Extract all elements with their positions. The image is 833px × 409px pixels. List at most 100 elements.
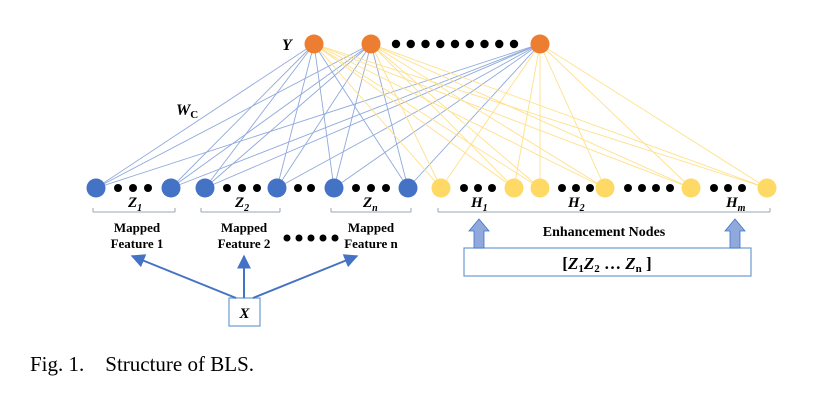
output-node-2	[361, 34, 381, 54]
edge-enh-1-out-0	[313, 43, 515, 189]
row-dot-21	[710, 184, 718, 192]
mapped-feature-1-line1: Mapped	[114, 220, 161, 235]
output-dot-6	[480, 39, 489, 49]
edge-mapped-0-out-2	[95, 43, 541, 189]
feature-ellipsis-dots	[283, 234, 339, 242]
edge-enh-3-out-0	[313, 43, 606, 189]
enh-node-mb	[757, 178, 777, 198]
edge-enh-5-out-2	[539, 43, 768, 189]
edge-enh-0-out-2	[440, 43, 541, 189]
edge-mapped-4-out-1	[333, 43, 372, 189]
row-dot-0	[114, 184, 122, 192]
h2-label: H2	[567, 195, 585, 214]
mapped-feature-1-line2: Feature 1	[111, 236, 164, 251]
edge-enh-2-out-1	[370, 43, 541, 189]
output-dot-4	[450, 39, 460, 49]
row-dot-16	[586, 184, 594, 192]
x-to-feature1-arrow	[130, 254, 237, 299]
mapped-node-2a	[195, 178, 215, 198]
enh-node-ma	[681, 178, 701, 198]
edge-mapped-5-out-1	[370, 43, 409, 189]
edge-enh-0-out-1	[370, 43, 442, 189]
edge-mapped-3-out-1	[276, 43, 372, 189]
row-dot-8	[352, 184, 360, 192]
hm-up-arrow	[724, 218, 746, 249]
edge-enh-4-out-1	[370, 43, 692, 189]
edge-mapped-1-out-1	[170, 43, 372, 189]
row-dot-5	[253, 184, 261, 192]
figure-caption: Fig. 1. Structure of BLS.	[30, 352, 254, 376]
enhancement-to-output-edges	[313, 43, 768, 189]
edge-mapped-2-out-1	[204, 43, 372, 189]
input-x-box	[228, 297, 261, 327]
bls-structure-diagram: Y WC Z1 Z2 Zn H1 H2 Hm Mapped Feature 1 …	[86, 34, 777, 327]
mapped-node-nb	[398, 178, 418, 198]
node-ellipsis-dots	[114, 184, 746, 192]
output-label-y: Y	[282, 37, 293, 54]
edge-enh-4-out-0	[313, 43, 692, 189]
row-dot-17	[624, 184, 632, 192]
output-node-1	[304, 34, 324, 54]
edge-mapped-1-out-2	[170, 43, 541, 189]
row-dot-22	[724, 184, 732, 192]
row-dot-19	[652, 184, 660, 192]
mapped-node-1b	[161, 178, 181, 198]
output-dot-0	[391, 39, 401, 49]
row-dot-20	[666, 184, 674, 192]
output-node-3	[530, 34, 550, 54]
row-dot-7	[307, 184, 315, 192]
output-dot-2	[421, 39, 430, 49]
edge-mapped-3-out-2	[276, 43, 541, 189]
output-dot-1	[406, 39, 415, 49]
zn-label: Zn	[362, 195, 378, 214]
output-dot-3	[436, 39, 445, 49]
edge-mapped-5-out-2	[407, 43, 541, 189]
mapped-feature-2-line1: Mapped	[221, 220, 268, 235]
row-dot-10	[382, 184, 390, 192]
group-underlines	[92, 208, 771, 213]
edge-enh-4-out-2	[539, 43, 692, 189]
z2-label: Z2	[234, 195, 249, 214]
hm-label: Hm	[725, 195, 746, 214]
mapped-to-output-edges	[95, 43, 541, 189]
edge-enh-5-out-1	[370, 43, 768, 189]
enh-node-1b	[504, 178, 524, 198]
x-to-featuren-arrow	[252, 254, 359, 299]
output-dot-7	[495, 39, 504, 49]
row-dot-9	[367, 184, 375, 192]
edge-enh-1-out-1	[370, 43, 515, 189]
edge-enh-1-out-2	[513, 43, 541, 189]
row-dot-2	[144, 184, 152, 192]
row-dot-18	[638, 184, 646, 192]
edge-enh-3-out-1	[370, 43, 606, 189]
input-x-label: X	[238, 306, 250, 322]
mapped-feature-2-line2: Feature 2	[218, 236, 271, 251]
row-dot-4	[238, 184, 246, 192]
mapped-feature-n-line1: Mapped	[348, 220, 395, 235]
row-dot-6	[294, 184, 302, 192]
row-dot-12	[474, 184, 482, 192]
edge-enh-0-out-0	[313, 43, 442, 189]
edge-enh-2-out-0	[313, 43, 541, 189]
edge-mapped-2-out-2	[204, 43, 541, 189]
feature-dot-3	[319, 234, 327, 242]
edge-mapped-3-out-0	[276, 43, 315, 189]
edge-enh-5-out-0	[313, 43, 768, 189]
edge-mapped-1-out-0	[170, 43, 315, 189]
mapped-feature-n-line2: Feature n	[344, 236, 398, 251]
mapped-node-1a	[86, 178, 106, 198]
enh-node-1a	[431, 178, 451, 198]
row-dot-13	[488, 184, 496, 192]
row-dot-23	[738, 184, 746, 192]
feature-dot-1	[295, 234, 303, 242]
concat-z-box	[463, 247, 752, 277]
z1-label: Z1	[127, 195, 142, 214]
edge-mapped-5-out-0	[313, 43, 409, 189]
edge-mapped-0-out-0	[95, 43, 315, 189]
output-dot-8	[509, 39, 519, 49]
mapped-node-na	[324, 178, 344, 198]
row-dot-3	[223, 184, 231, 192]
row-dot-11	[460, 184, 468, 192]
feature-dot-2	[307, 234, 315, 242]
edge-mapped-0-out-1	[95, 43, 372, 189]
